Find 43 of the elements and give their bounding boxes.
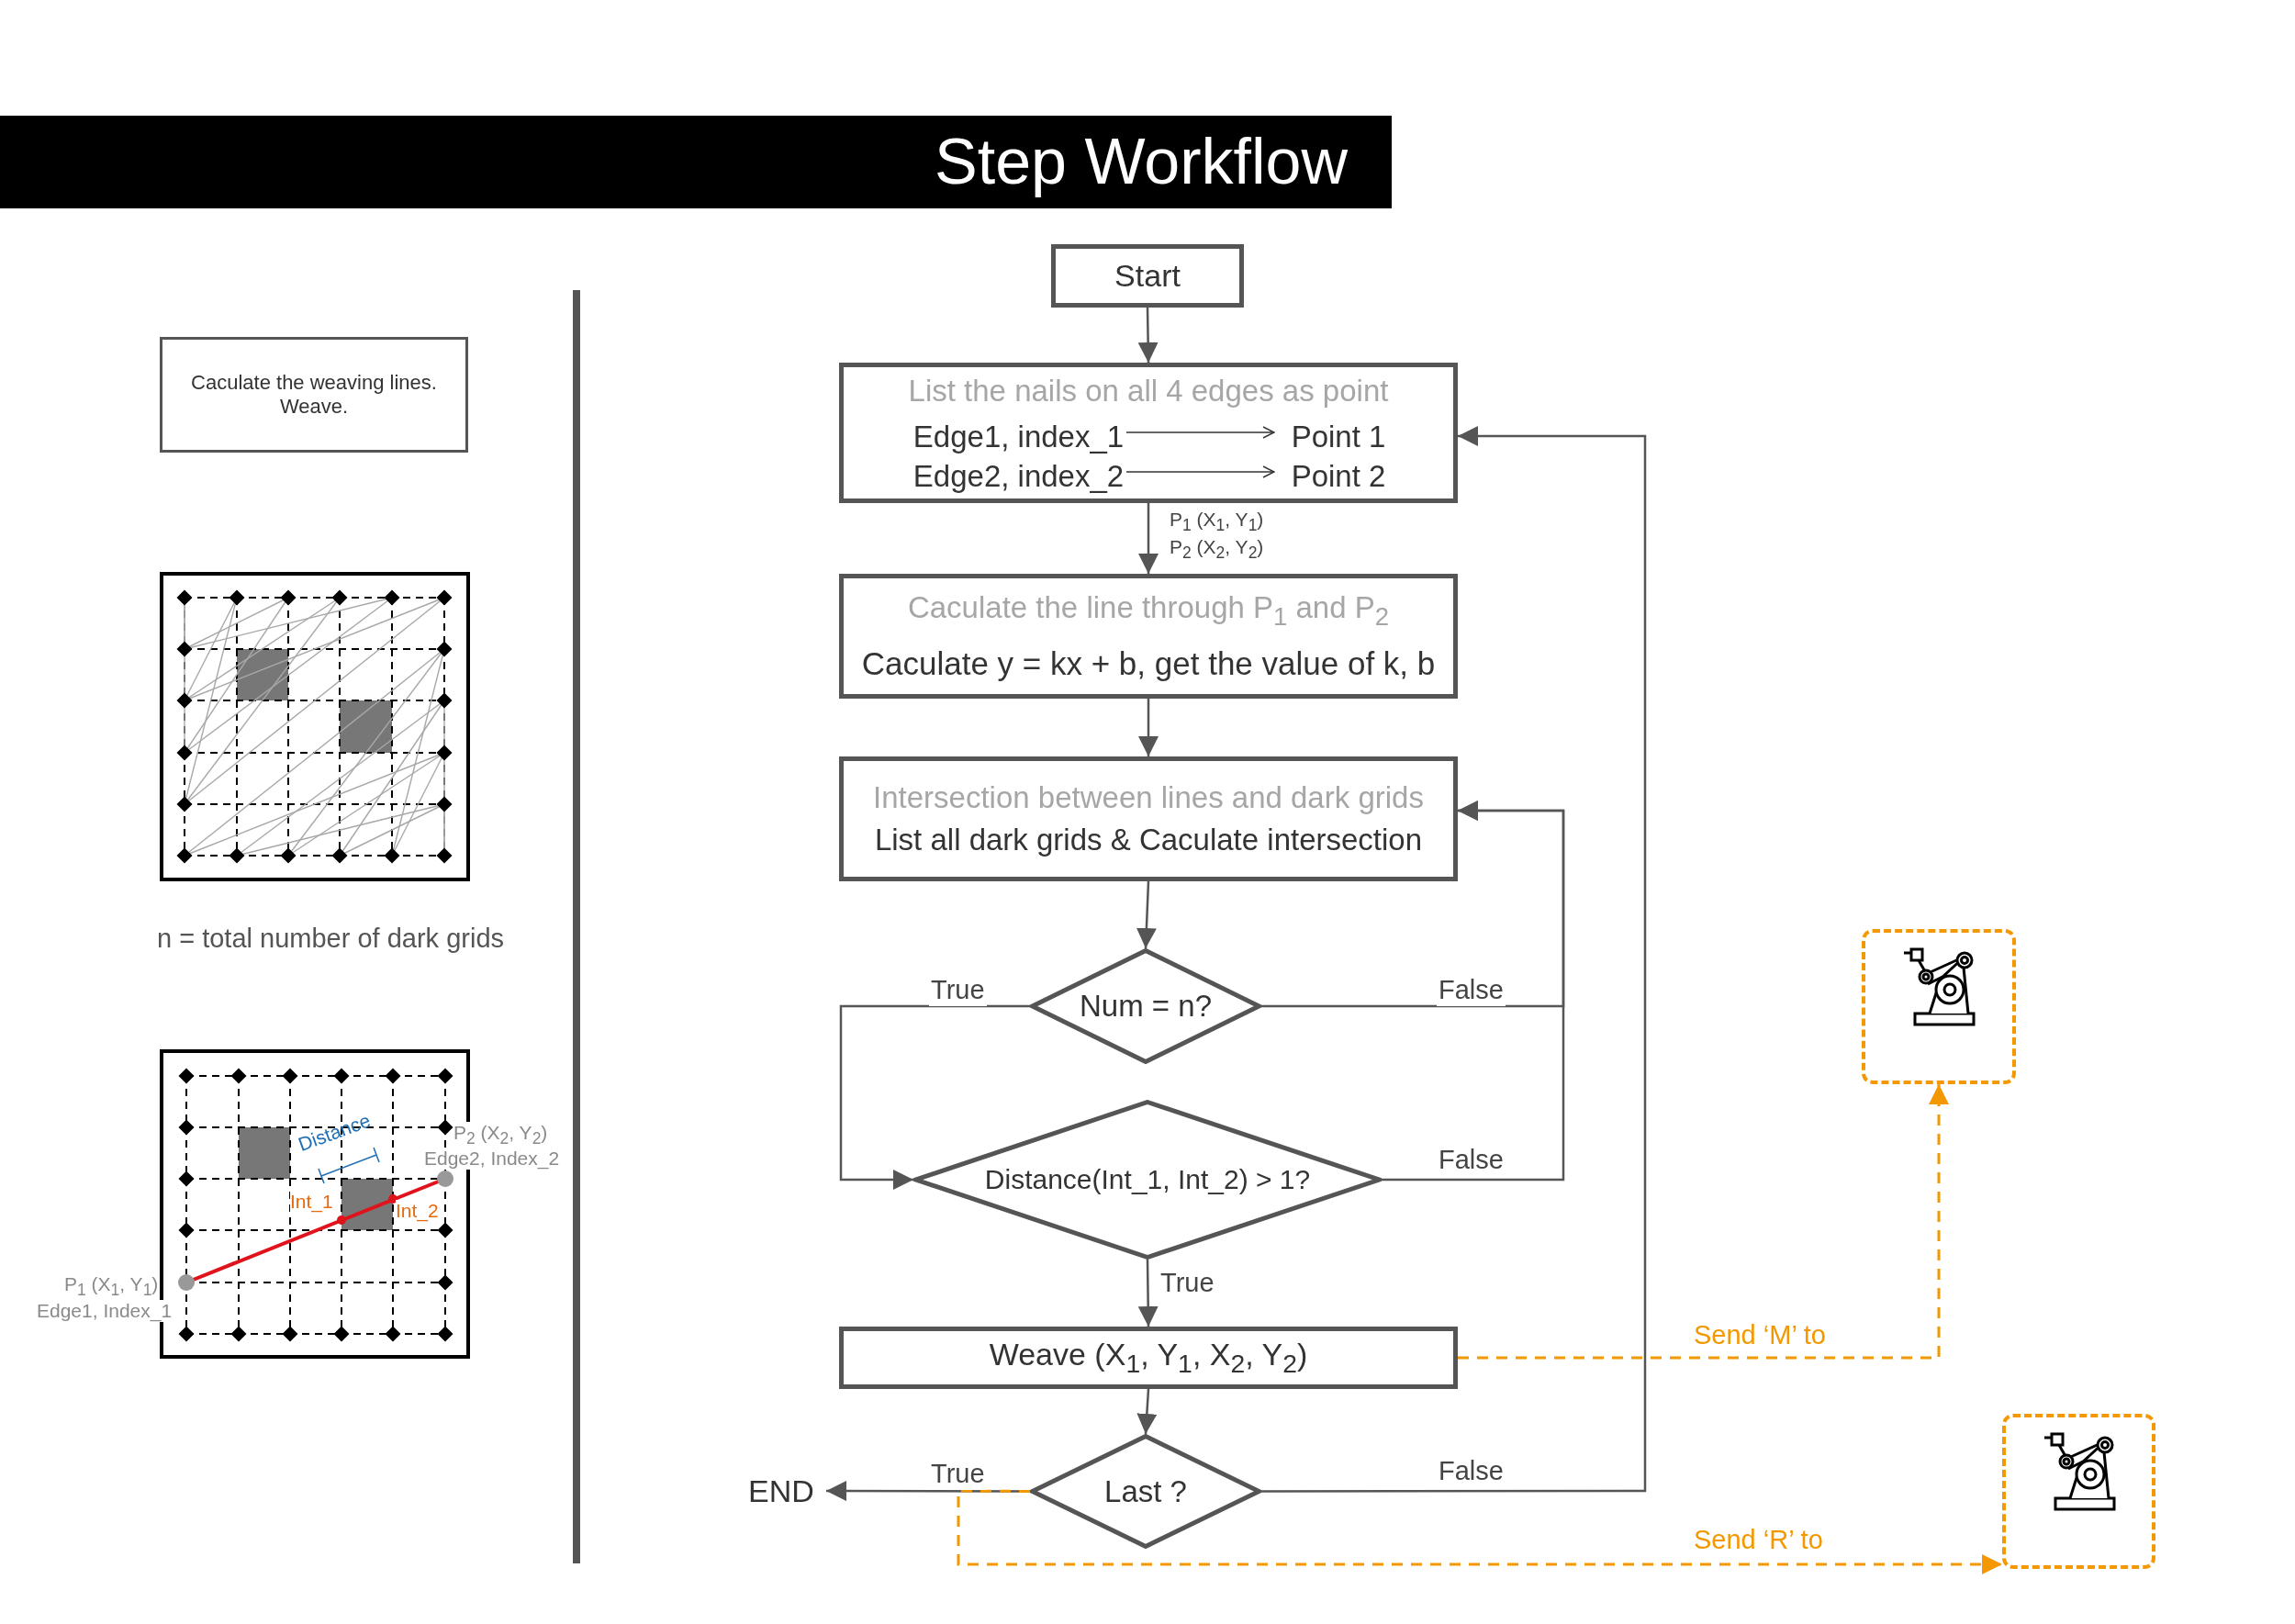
decision-text: Last ?: [1103, 1473, 1188, 1510]
process-box: [839, 1327, 1458, 1389]
step-text: Point 1: [1279, 420, 1398, 454]
box-text: List all dark grids & Caculate intersection: [874, 822, 1423, 858]
note-box: [160, 337, 468, 453]
title-banner: Step Workflow: [0, 116, 1392, 208]
step-text: Edge1, index_1: [906, 420, 1131, 454]
diagram-label: Int_1: [290, 1191, 333, 1213]
step-text: Edge2, index_2: [906, 459, 1131, 494]
diagram-label: Edge2, Index_2: [424, 1148, 560, 1170]
process-box: [839, 574, 1458, 699]
box-text: Weave (X$_{1}$, Y$_{1}$, X$_{2}$, Y$_{2}$): [989, 1336, 1308, 1380]
arrow: [1138, 503, 1159, 574]
diagram-label: Int_2: [396, 1200, 439, 1222]
arrow: [1458, 1084, 1949, 1360]
arrow: [1125, 465, 1275, 478]
decision-text: Distance(Int_1, Int_2) > 1?: [983, 1163, 1312, 1196]
step-text: Point 2: [1279, 459, 1398, 494]
terminal-box: [1051, 244, 1244, 308]
decision-text: Num = n?: [1079, 988, 1213, 1025]
box-text: Caculate y = kx + b, get the value of k, b: [861, 644, 1436, 683]
box-text: Caculate the weaving lines. Weave.: [190, 370, 438, 420]
arrow: [1382, 801, 1565, 1182]
robot-box: [1862, 929, 2016, 1084]
arrow: [1137, 307, 1159, 364]
diagram-label: P$_{2}$ (X$_{2}$, Y$_{2}$): [453, 1122, 548, 1149]
robot-box: [2002, 1414, 2155, 1569]
arrow: [1136, 880, 1157, 949]
arrow: [1136, 1388, 1158, 1435]
end-label: END: [748, 1471, 826, 1511]
arrow: [1137, 1260, 1159, 1327]
arrow: [839, 1004, 1030, 1190]
arrow: [1125, 426, 1275, 439]
arrow: [957, 1489, 2002, 1574]
diagram-label: Edge1, Index_1: [37, 1300, 173, 1322]
arrow: [1138, 699, 1159, 756]
box-heading: Intersection between lines and dark grids: [873, 779, 1424, 816]
process-box: [839, 756, 1458, 881]
box-heading: List the nails on all 4 edges as point: [908, 373, 1389, 409]
box-text: Start: [1114, 257, 1181, 295]
box-heading: Caculate the line through P$_{1}$ and P$_{2}$: [907, 589, 1390, 632]
process-box: [839, 363, 1458, 503]
arrow: [1261, 426, 1647, 1493]
